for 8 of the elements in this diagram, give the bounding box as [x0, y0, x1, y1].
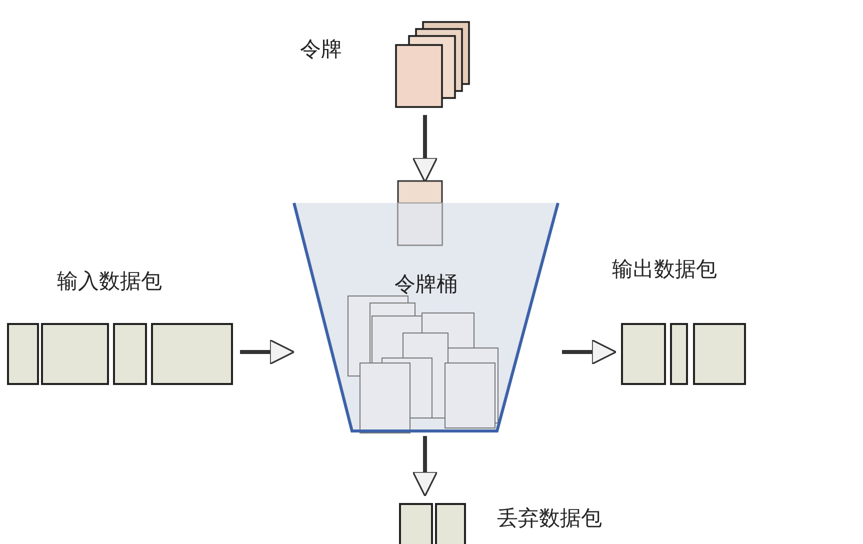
input-label: 输入数据包	[57, 268, 162, 295]
token-label: 令牌	[300, 36, 342, 63]
arrow	[562, 339, 617, 365]
arrow	[240, 339, 295, 365]
output-label: 输出数据包	[612, 256, 717, 283]
dropped-label: 丢弃数据包	[497, 505, 602, 532]
arrow	[412, 436, 438, 497]
arrow	[412, 115, 438, 183]
